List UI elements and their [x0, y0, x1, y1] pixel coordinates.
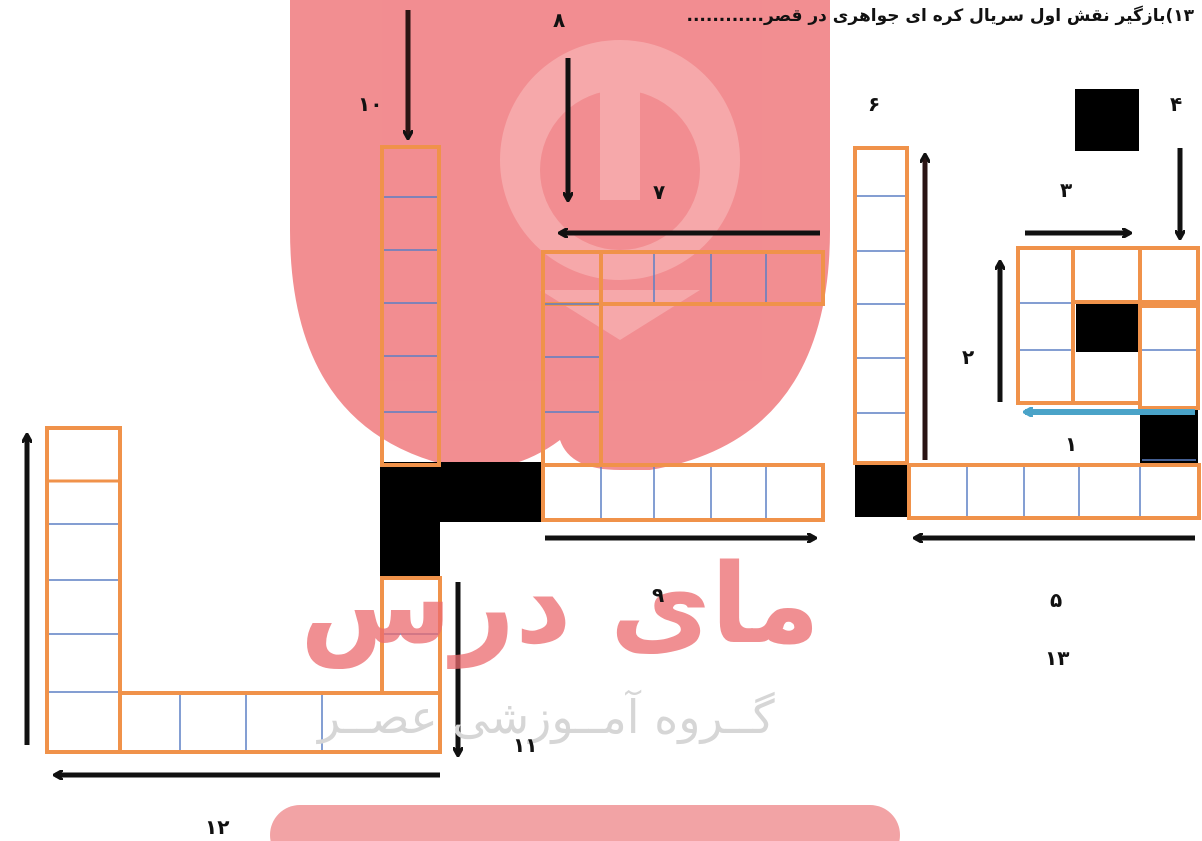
- clue-number-7: ۷: [653, 180, 666, 204]
- clue-number-13: ۱۳: [1045, 646, 1070, 670]
- watermark-subtitle: گــروه آمــوزشی عصــر: [318, 690, 775, 744]
- word-6-cells: [853, 146, 909, 465]
- word-1-4-cells: [1016, 246, 1200, 410]
- watermark-brand: مای درس: [300, 540, 821, 668]
- clue-number-9: ۹: [652, 583, 665, 607]
- watermark-banner: [270, 805, 900, 841]
- word-9-cells: [541, 463, 825, 522]
- clue-number-6: ۶: [868, 92, 881, 116]
- clue-number-10: ۱۰: [358, 92, 383, 116]
- clue-number-11: ۱۱: [513, 733, 538, 757]
- clue-number-8: ۸: [553, 8, 566, 32]
- clue-number-5: ۵: [1050, 588, 1063, 612]
- clue-number-12: ۱۲: [205, 815, 230, 839]
- clue-number-3: ۳: [1060, 178, 1073, 202]
- black-blocks: [380, 89, 1198, 578]
- question-title: ۱۳)بازگیر نقش اول سریال کره ای جواهری در…: [686, 6, 1195, 26]
- arrows: [27, 10, 1195, 775]
- clue-number-2: ۲: [962, 345, 975, 369]
- word-5-cells: [907, 463, 1201, 520]
- clue-number-4: ۴: [1170, 92, 1183, 116]
- word-10-cells: [380, 145, 441, 467]
- word-11-cells: [118, 576, 442, 754]
- clue-number-1: ۱: [1065, 432, 1078, 456]
- word-1-4-gridlines: [1020, 302, 1196, 461]
- word-12-cells: [45, 426, 122, 754]
